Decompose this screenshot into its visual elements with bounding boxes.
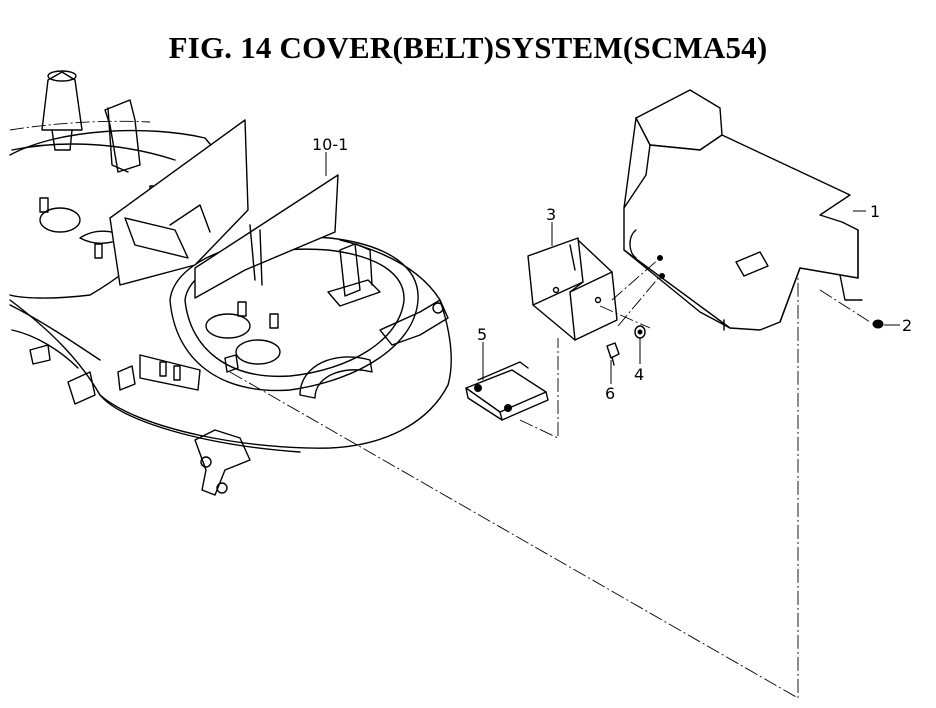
callout-4: 4: [634, 365, 644, 384]
callout-6: 6: [605, 384, 615, 403]
nut-part-4: [634, 325, 646, 339]
callout-2: 2: [902, 316, 912, 335]
callout-5: 5: [477, 325, 487, 344]
bracket-part-5: [465, 361, 549, 421]
figure-title: FIG. 14 COVER(BELT)SYSTEM(SCMA54): [168, 30, 768, 65]
bracket-part-3: [527, 237, 618, 341]
callout-3: 3: [546, 205, 556, 224]
callout-leaders: [325, 152, 900, 384]
spindle-tower: [41, 70, 141, 173]
callout-1: 1: [870, 202, 880, 221]
belt-cover-flap: [109, 119, 339, 299]
nut-part-2: [872, 319, 884, 329]
bolt-part-6: [606, 342, 620, 366]
assembly-centerlines: [229, 257, 871, 699]
callout-10-1: 10-1: [312, 135, 348, 154]
